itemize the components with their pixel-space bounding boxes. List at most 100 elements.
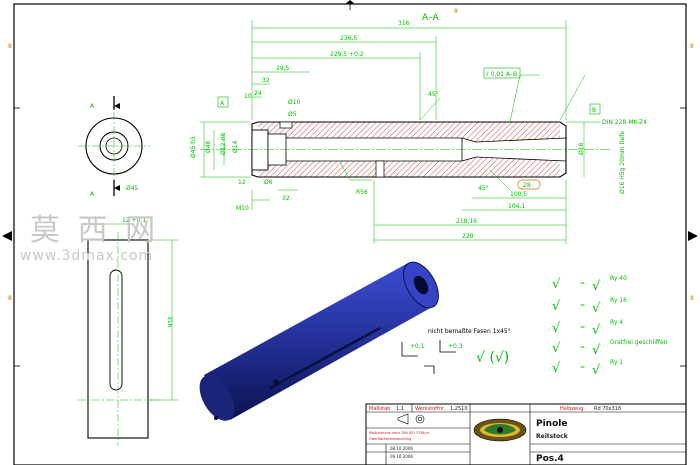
svg-text:=: = xyxy=(580,324,585,331)
end-view-dim: Ø45 xyxy=(126,185,139,192)
projection-cone-icon xyxy=(397,413,409,425)
dim-r56: R56 xyxy=(356,189,368,196)
dim-d48: Ø48 xyxy=(205,140,212,153)
dim-220: 220 xyxy=(462,233,474,240)
left-center-arrow-icon xyxy=(2,231,12,241)
edge-mark-left-bottom: 8 xyxy=(8,295,12,302)
svg-text:√: √ xyxy=(592,363,601,378)
surface-treatment-row: Oberflächenbehandlung xyxy=(369,437,411,441)
svg-text:=: = xyxy=(580,280,585,287)
tolerance-row: Maßtoleranz nach DIN ISO 2768-m xyxy=(369,431,430,435)
svg-text:Ry 4: Ry 4 xyxy=(610,319,623,326)
svg-text:Ry 40: Ry 40 xyxy=(610,275,627,282)
svg-text:=: = xyxy=(580,344,585,351)
date-1: 08.10.2006 xyxy=(390,446,413,451)
dim-angle-45a: 45° xyxy=(428,91,439,98)
edge-symbol-note-1: +0,1 xyxy=(410,343,425,350)
section-marker-bottom: A xyxy=(90,191,95,198)
dim-28-frame xyxy=(517,179,541,190)
dim-m10: M10 xyxy=(236,205,249,212)
side-view xyxy=(78,223,178,446)
edge-symbol-note-2: +0,3 xyxy=(448,343,463,350)
edge-mark-left-top: 8 xyxy=(8,43,12,50)
side-width-dim: 12 +0,1 xyxy=(122,217,146,224)
dim-d5: Ø5 xyxy=(288,111,297,118)
dim-taper-label: Ø16 H5g 20mm tiefe xyxy=(619,131,626,194)
dim-d12: Ø12 H6 xyxy=(220,132,227,155)
dim-d18: Ø18 xyxy=(578,142,585,155)
shaft-3d-render xyxy=(199,261,439,421)
dim-d6: Ø6 xyxy=(264,179,273,186)
date-2: 09.10.2006 xyxy=(390,454,413,459)
watermark-url: www.3dmax.com xyxy=(20,248,153,264)
part-name: Pinole xyxy=(536,419,567,429)
dim-236-5: 236,5 xyxy=(340,35,357,42)
svg-text:=: = xyxy=(580,364,585,371)
scale-label: Maßstab xyxy=(369,406,390,412)
sheet-tick-marks xyxy=(14,4,686,367)
dim-24: 24 xyxy=(254,90,262,97)
dim-10a: 10 xyxy=(244,93,252,100)
surface-legend: √ = √ Ry 40 √ = √ Ry 16 √ = √ Ry 4 √ = √… xyxy=(552,275,668,378)
svg-text:√: √ xyxy=(552,361,561,376)
right-center-arrow-icon xyxy=(688,231,698,241)
dim-32a: 32 xyxy=(262,77,270,84)
company-logo xyxy=(473,418,527,442)
dim-218-16: 218,16 xyxy=(456,218,477,225)
part-no-label: Werkstoffnr. xyxy=(415,406,446,412)
dim-12: 12 xyxy=(238,179,246,186)
scale-value: 1:1 xyxy=(396,406,404,412)
side-length-dim: 316 xyxy=(166,316,173,328)
tolerance-frame xyxy=(483,67,521,79)
assembly-name: Reitstock xyxy=(536,433,569,440)
material-value: Rd 70x318 xyxy=(594,406,621,412)
svg-text:√: √ xyxy=(592,343,601,358)
dim-d10: Ø10 xyxy=(288,99,301,106)
edge-mark-right-top: 8 xyxy=(690,43,694,50)
right-taper-hatch-top xyxy=(462,122,560,142)
end-view xyxy=(78,96,150,196)
dim-d14: Ø14 xyxy=(232,140,239,153)
svg-text:√: √ xyxy=(592,279,601,294)
svg-text:Gratfrei geschliffen: Gratfrei geschliffen xyxy=(610,339,668,346)
surface-row: √ = √ Ry 4 xyxy=(552,319,623,338)
position-number: Pos.4 xyxy=(536,454,564,464)
title-block xyxy=(365,403,687,465)
svg-text:=: = xyxy=(580,302,585,309)
surface-row: √ = √ Ry 40 xyxy=(552,275,627,294)
edge-mark-top: 8 xyxy=(454,8,458,15)
dim-29-5: 29,5 xyxy=(276,65,290,72)
dim-104-1: 104,1 xyxy=(508,203,525,210)
projection-circle-icon xyxy=(415,414,425,424)
section-marker-top: A xyxy=(90,103,95,110)
surface-row: √ = √ Gratfrei geschliffen xyxy=(552,339,668,358)
svg-text:Ry 1: Ry 1 xyxy=(610,359,623,366)
upper-wall-hatch xyxy=(258,122,462,138)
dim-angle-45b: 45° xyxy=(478,185,489,192)
surface-row: √ = √ Ry 16 xyxy=(552,297,627,316)
svg-text:√: √ xyxy=(552,299,561,314)
right-taper-hatch-bot xyxy=(462,157,560,177)
tolerance-frame-text: ⫽ 0,01 A–B xyxy=(485,71,517,78)
datum-box-b xyxy=(589,103,601,115)
edge-mark-right-bottom: 8 xyxy=(690,295,694,302)
lower-wall-hatch xyxy=(258,161,462,177)
dim-229-5: 229,5 +0,2 xyxy=(330,51,364,58)
svg-text:Ry 16: Ry 16 xyxy=(610,297,627,304)
datum-a-label: A xyxy=(220,100,225,107)
edge-symbols xyxy=(401,340,456,374)
svg-text:√: √ xyxy=(552,277,561,292)
dim-28: 28 xyxy=(523,182,531,189)
general-surface-symbol: √ (√) xyxy=(476,350,509,366)
shaft-outline xyxy=(251,121,567,178)
watermark-cn: 莫 西 网 xyxy=(30,213,159,248)
surface-row: √ = √ Ry 1 xyxy=(552,359,623,378)
dim-d45: Ø45 h5 xyxy=(190,136,197,158)
material-label: Halbzeug xyxy=(560,406,583,412)
svg-text:√: √ xyxy=(552,321,561,336)
section-label: A–A xyxy=(422,13,440,23)
svg-text:√: √ xyxy=(592,301,601,316)
part-no-value: 1.2510 xyxy=(450,406,468,412)
din-note: DIN 228-MK-Z4 xyxy=(602,119,647,126)
